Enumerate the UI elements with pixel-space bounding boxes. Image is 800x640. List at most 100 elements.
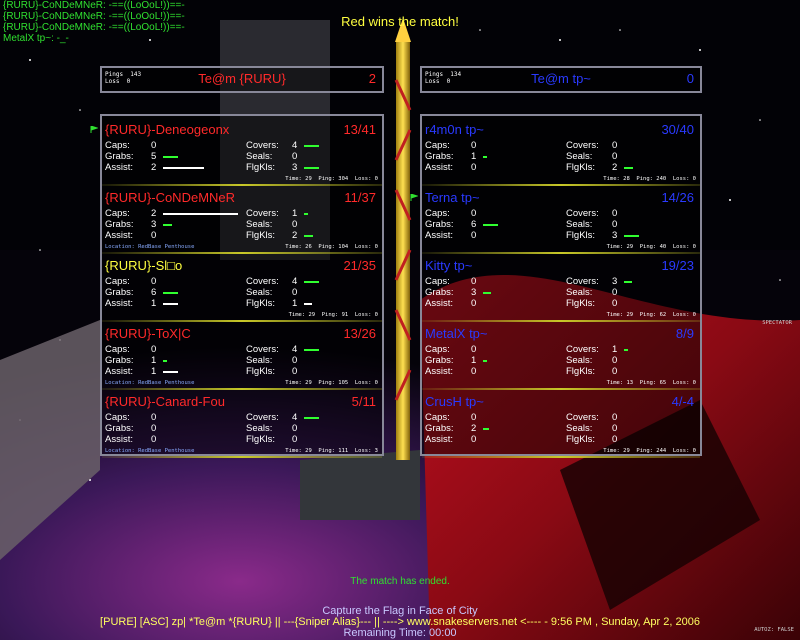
blue-team-pings: Pings 134 [425,71,462,78]
blue-team-ping-info: Pings 134 Loss 0 [425,71,461,85]
stat-assist: Assist:0 [425,366,555,377]
chat-line: {RURU}-CoNDeMNeR: -==((LoOoL!))==- [3,0,185,11]
stat-label: Covers: [566,140,599,151]
stat-label: FlgKls: [246,230,276,241]
stat-label: Covers: [566,276,599,287]
stat-grabs: Grabs:5 [105,151,235,162]
player-connection-info: Time: 29 Ping: 62 Loss: 0 [606,312,696,318]
stat-bar [304,281,319,283]
stat-label: Assist: [105,230,133,241]
stat-covers: Covers:4 [246,412,376,423]
stat-value: 0 [151,412,157,423]
stat-value: 0 [471,434,477,445]
red-team-pings: Pings 143 [105,71,142,78]
stat-label: Covers: [566,412,599,423]
stat-value: 0 [151,140,157,151]
stat-value: 0 [612,355,618,366]
stat-flgkls: FlgKls:0 [566,434,696,445]
stat-covers: Covers:3 [566,276,696,287]
stat-label: Seals: [566,287,593,298]
player-score: 19/23 [661,258,694,273]
stat-value: 0 [612,366,618,377]
stat-value: 0 [151,423,157,434]
player-connection-info: Time: 29 Ping: 304 Loss: 0 [285,176,378,182]
stat-label: Caps: [105,140,130,151]
red-team-score: 2 [368,71,376,86]
stat-grabs: Grabs: 0 [105,423,235,434]
stat-assist: Assist:2 [105,162,235,173]
stat-seals: Seals: 0 [566,287,696,298]
blue-team-score: 0 [686,71,694,86]
stat-label: Grabs: [105,423,134,434]
player-name: r4m0n tp~ [425,122,484,137]
stat-label: Grabs: [105,355,134,366]
player-score: 11/37 [344,190,376,205]
stat-covers: Covers:0 [566,208,696,219]
player-name: Terna tp~ [425,190,480,205]
stat-grabs: Grabs:1 [425,355,555,366]
stat-bar [163,371,178,373]
chat-log: {RURU}-CoNDeMNeR: -==((LoOoL!))==- {RURU… [3,0,185,44]
stat-seals: Seals:0 [566,219,696,230]
stat-bar [163,213,238,215]
stat-value: 2 [292,230,298,241]
stat-label: Assist: [425,162,453,173]
stat-label: Grabs: [425,287,454,298]
chat-line: {RURU}-CoNDeMNeR: -==((LoOoL!))==- [3,11,185,22]
stat-value: 3 [471,287,477,298]
red-team-name: Te@m {RURU} [198,71,286,86]
stat-value: 1 [151,366,157,377]
stat-covers: Covers:1 [246,208,376,219]
stat-label: Seals: [246,287,273,298]
autozoom-status: AUTOZ: FALSE [754,627,794,633]
stat-value: 1 [612,344,618,355]
player-separator [102,388,382,390]
player-separator [102,252,382,254]
stat-label: Caps: [105,412,130,423]
stat-value: 2 [151,162,157,173]
stat-value: 6 [471,219,477,230]
stat-value: 1 [151,298,157,309]
stat-value: 0 [292,219,298,230]
blue-team-header: Pings 134 Loss 0 Te@m tp~ 0 [420,66,702,93]
player-name: {RURU}-Sl□o [105,258,183,273]
stat-bar [483,156,487,158]
blue-team-loss: Loss 0 [425,78,451,85]
stat-label: Seals: [246,423,273,434]
stat-value: 0 [471,208,477,219]
stat-value: 0 [471,298,477,309]
stat-flgkls: FlgKls:0 [246,434,376,445]
stat-bar [483,224,498,226]
stat-value: 0 [471,230,477,241]
stat-label: Assist: [425,230,453,241]
stat-label: Grabs: [425,151,454,162]
player-connection-info: Time: 29 Ping: 111 Loss: 3 [285,448,378,454]
stat-bar [163,167,205,169]
stat-seals: Seals: 0 [566,355,696,366]
player-connection-info: Time: 13 Ping: 65 Loss: 0 [606,380,696,386]
red-team-ping-info: Pings 143 Loss 0 [105,71,141,85]
stat-bar [483,292,491,294]
stat-value: 0 [471,344,477,355]
red-team-header: Pings 143 Loss 0 Te@m {RURU} 2 [100,66,384,93]
stat-value: 0 [471,366,477,377]
stat-value: 0 [151,434,157,445]
stat-assist: Assist:0 [105,434,235,445]
stat-value: 0 [612,412,618,423]
stat-value: 0 [151,230,157,241]
player-separator [422,456,700,458]
stat-bar [483,360,487,362]
stat-label: Seals: [566,355,593,366]
player-score: 13/41 [343,122,376,137]
stat-label: Seals: [566,423,593,434]
stat-value: 0 [612,287,618,298]
player-connection-info: Time: 29 Ping: 40 Loss: 0 [606,244,696,250]
stat-caps: Caps:0 [105,344,235,355]
stat-bar [163,360,167,362]
stat-value: 0 [471,412,477,423]
flag-carrier-icon [410,194,418,201]
